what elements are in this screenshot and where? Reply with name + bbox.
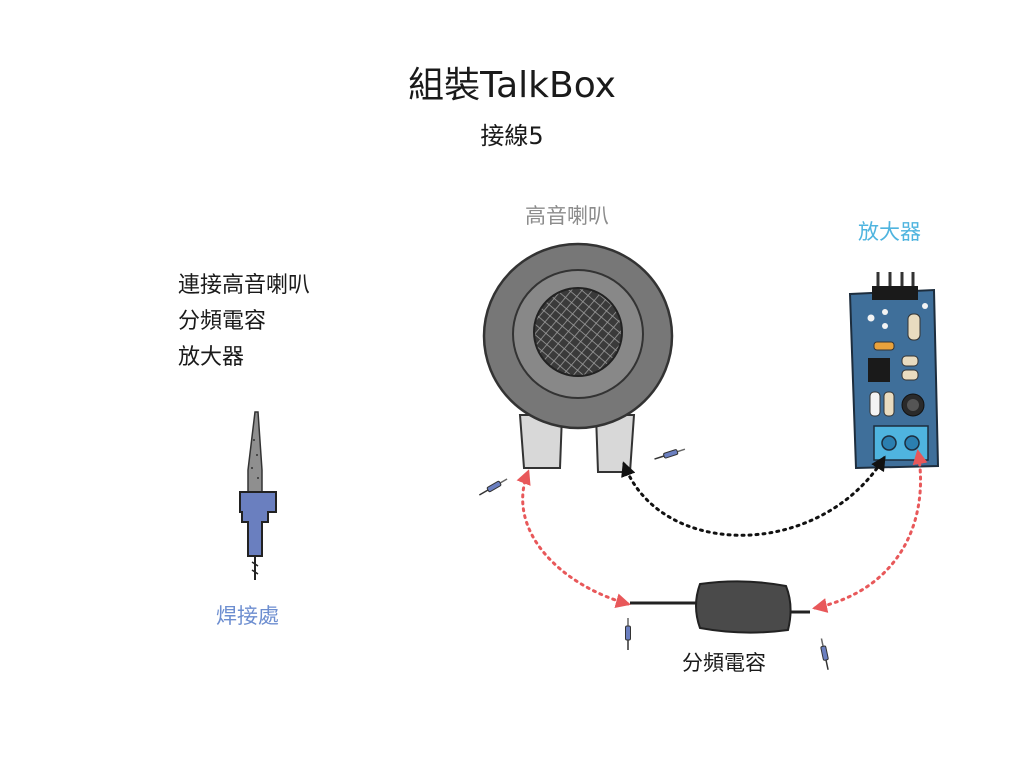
tweeter-icon: [482, 242, 674, 473]
solder-point-icon: [477, 476, 510, 498]
amplifier-label: 放大器: [858, 220, 921, 244]
step-item: 分頻電容: [178, 309, 267, 334]
soldering-label: 焊接處: [216, 604, 279, 628]
black-wire: [621, 455, 886, 537]
solder-point-icon: [818, 637, 832, 672]
step-item: 連接高音喇叭: [178, 273, 311, 298]
capacitor-icon: [630, 580, 810, 634]
red-wire-left: [516, 469, 631, 608]
page-subtitle: 接線5: [480, 122, 544, 150]
page-title: 組裝TalkBox: [408, 65, 616, 106]
steps-list: 連接高音喇叭 分頻電容 放大器: [178, 268, 310, 376]
step-item: 放大器: [178, 345, 245, 370]
red-wire-right: [812, 449, 928, 613]
tweeter-label: 高音喇叭: [525, 204, 609, 228]
solder-point-icon: [624, 617, 632, 651]
soldering-iron-icon: [239, 411, 277, 580]
capacitor-label: 分頻電容: [682, 651, 766, 675]
solder-point-icon: [652, 446, 687, 463]
amplifier-board-icon: [848, 272, 940, 470]
